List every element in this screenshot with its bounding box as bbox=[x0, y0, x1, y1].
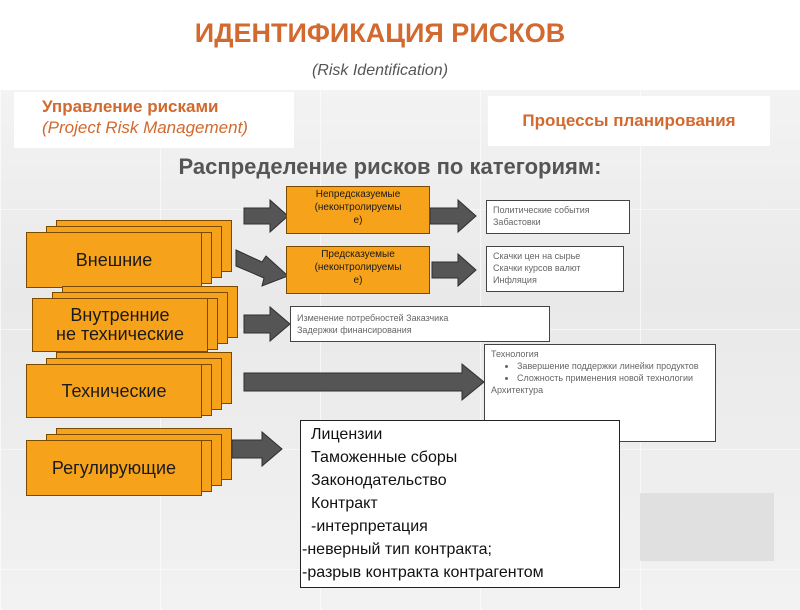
info-item: Задержки финансирования bbox=[297, 325, 412, 335]
category-label-internal-line2: не технические bbox=[56, 324, 184, 344]
info-item: Инфляция bbox=[493, 275, 537, 285]
regulatory-item: Контракт bbox=[311, 495, 378, 512]
header-left-line1: Управление рисками bbox=[42, 97, 219, 116]
info-unpredictable: Политические события Забастовки bbox=[486, 200, 630, 234]
category-label-internal: Внутренние не технические bbox=[32, 298, 208, 352]
info-technical-list: Завершение поддержки линейки продуктов С… bbox=[491, 360, 709, 384]
info-internal: Изменение потребностей Заказчика Задержк… bbox=[290, 306, 550, 342]
category-label-external: Внешние bbox=[26, 232, 202, 288]
info-item: Завершение поддержки линейки продуктов bbox=[517, 360, 709, 372]
info-item: Забастовки bbox=[493, 217, 541, 227]
info-technical-heading: Технология bbox=[491, 349, 539, 359]
arrow-external-to-unpredictable bbox=[243, 198, 289, 234]
sublabel-unpredictable-line2: (неконтролируемы bbox=[314, 202, 402, 213]
regulatory-item: Законодательство bbox=[311, 472, 447, 489]
arrow-unpredictable-to-info bbox=[429, 198, 477, 234]
header-risk-management: Управление рисками (Project Risk Managem… bbox=[14, 92, 294, 148]
regulatory-item: Лицензии bbox=[311, 426, 383, 443]
sublabel-unpredictable-line3: е) bbox=[353, 215, 363, 226]
decorative-corner-box bbox=[640, 493, 774, 561]
sublabel-unpredictable: Непредсказуемые (неконтролируемы е) bbox=[286, 186, 430, 234]
sublabel-predictable: Предсказуемые (неконтролируемы е) bbox=[286, 246, 430, 294]
page-title: ИДЕНТИФИКАЦИЯ РИСКОВ bbox=[194, 18, 566, 48]
section-title: Распределение рисков по категориям: bbox=[178, 154, 602, 179]
sublabel-predictable-line3: е) bbox=[353, 275, 363, 286]
arrow-predictable-to-info bbox=[431, 252, 477, 288]
regulatory-item: Таможенные сборы bbox=[311, 449, 458, 466]
sublabel-predictable-line2: (неконтролируемы bbox=[314, 262, 402, 273]
info-item: Скачки цен на сырье bbox=[493, 251, 581, 261]
info-technical-trailing: Архитектура bbox=[491, 385, 544, 395]
regulatory-list-box: Лицензии Таможенные сборы Законодательст… bbox=[300, 420, 620, 588]
arrow-internal-to-info bbox=[243, 305, 291, 343]
regulatory-item: -неверный тип контракта; bbox=[302, 541, 492, 558]
info-item: Скачки курсов валют bbox=[493, 263, 581, 273]
info-item: Сложность применения новой технологии bbox=[517, 372, 709, 384]
sublabel-predictable-line1: Предсказуемые bbox=[321, 249, 395, 260]
sublabel-unpredictable-line1: Непредсказуемые bbox=[315, 189, 401, 200]
regulatory-item: -разрыв контракта контрагентом bbox=[302, 564, 544, 581]
category-label-technical: Технические bbox=[26, 364, 202, 418]
header-left-line2: (Project Risk Management) bbox=[42, 118, 248, 137]
page-subtitle: (Risk Identification) bbox=[311, 62, 449, 79]
info-predictable: Скачки цен на сырье Скачки курсов валют … bbox=[486, 246, 624, 292]
info-item: Политические события bbox=[493, 205, 590, 215]
info-item: Изменение потребностей Заказчика bbox=[297, 313, 449, 323]
arrow-regulatory-to-list bbox=[231, 430, 283, 468]
header-planning-processes: Процессы планирования bbox=[488, 96, 770, 146]
arrow-technical-to-info bbox=[243, 362, 485, 402]
regulatory-item: -интерпретация bbox=[311, 518, 428, 535]
arrow-external-to-predictable bbox=[235, 249, 289, 287]
category-label-internal-line1: Внутренние bbox=[70, 305, 170, 325]
category-label-regulatory: Регулирующие bbox=[26, 440, 202, 496]
